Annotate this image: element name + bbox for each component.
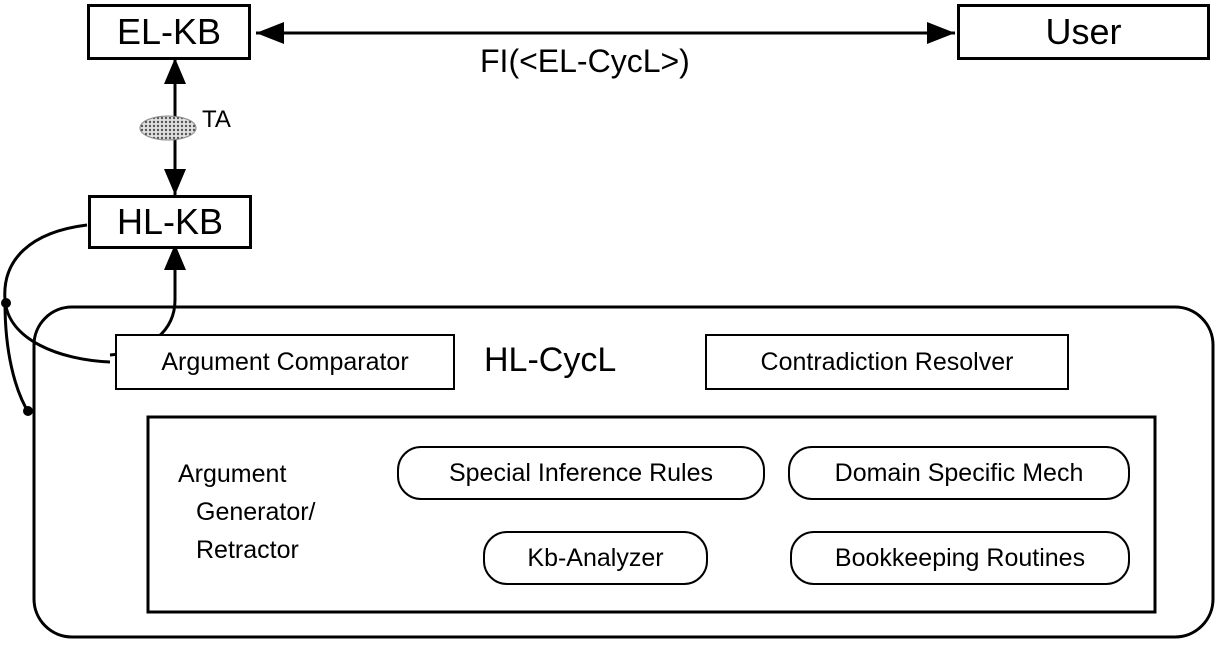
- hl-cycl-label: HL-CycL: [484, 341, 617, 379]
- ta-marker: [139, 115, 197, 141]
- argument-comparator-label: Argument Comparator: [161, 347, 409, 376]
- hl-kb-label: HL-KB: [116, 201, 224, 242]
- bookkeeping-routines-label: Bookkeeping Routines: [834, 543, 1086, 572]
- domain-specific-mech-label: Domain Specific Mech: [834, 458, 1084, 487]
- kb-analyzer-label: Kb-Analyzer: [527, 543, 664, 572]
- el-user-arrow: [256, 22, 955, 44]
- argument-generator-label-2: Generator/: [196, 498, 316, 526]
- hl-kb-box: HL-KB: [88, 195, 252, 249]
- contradiction-resolver-box: Contradiction Resolver: [705, 334, 1069, 390]
- el-kb-box: EL-KB: [87, 4, 251, 60]
- hl-kb-loop: [1, 223, 111, 416]
- ta-label: TA: [202, 106, 231, 133]
- argument-generator-box: [146, 415, 1157, 614]
- user-box: User: [957, 4, 1210, 60]
- argument-generator-label-3: Retractor: [196, 536, 299, 564]
- argument-comparator-box: Argument Comparator: [115, 334, 455, 390]
- special-inference-rules-pill: Special Inference Rules: [397, 446, 765, 500]
- hl-cycl-container: [32, 305, 1215, 639]
- contradiction-resolver-label: Contradiction Resolver: [760, 347, 1014, 376]
- special-inference-rules-label: Special Inference Rules: [448, 458, 714, 487]
- el-kb-label: EL-KB: [116, 11, 222, 52]
- bookkeeping-routines-pill: Bookkeeping Routines: [790, 531, 1130, 585]
- el-user-edge-label: FI(<EL-CycL>): [480, 43, 690, 79]
- argument-generator-label-1: Argument: [178, 460, 287, 488]
- domain-specific-mech-pill: Domain Specific Mech: [788, 446, 1130, 500]
- user-label: User: [1045, 11, 1122, 52]
- kb-analyzer-pill: Kb-Analyzer: [483, 531, 708, 585]
